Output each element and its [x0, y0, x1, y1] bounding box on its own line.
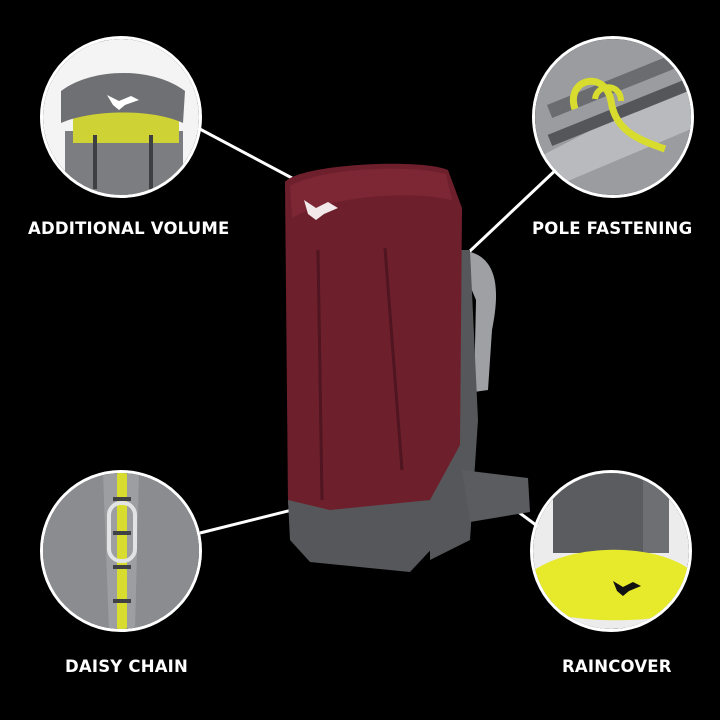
feature-label-additional-volume: ADDITIONAL VOLUME — [28, 219, 230, 238]
circle-image-daisy-chain — [40, 470, 202, 632]
feature-label-daisy-chain: DAISY CHAIN — [65, 657, 189, 676]
circle-image-raincover — [530, 470, 692, 632]
feature-label-pole-fastening: POLE FASTENING — [532, 219, 693, 238]
circle-image-additional-volume — [40, 36, 202, 198]
circle-image-pole-fastening — [532, 36, 694, 198]
feature-label-raincover: RAINCOVER — [562, 657, 672, 676]
